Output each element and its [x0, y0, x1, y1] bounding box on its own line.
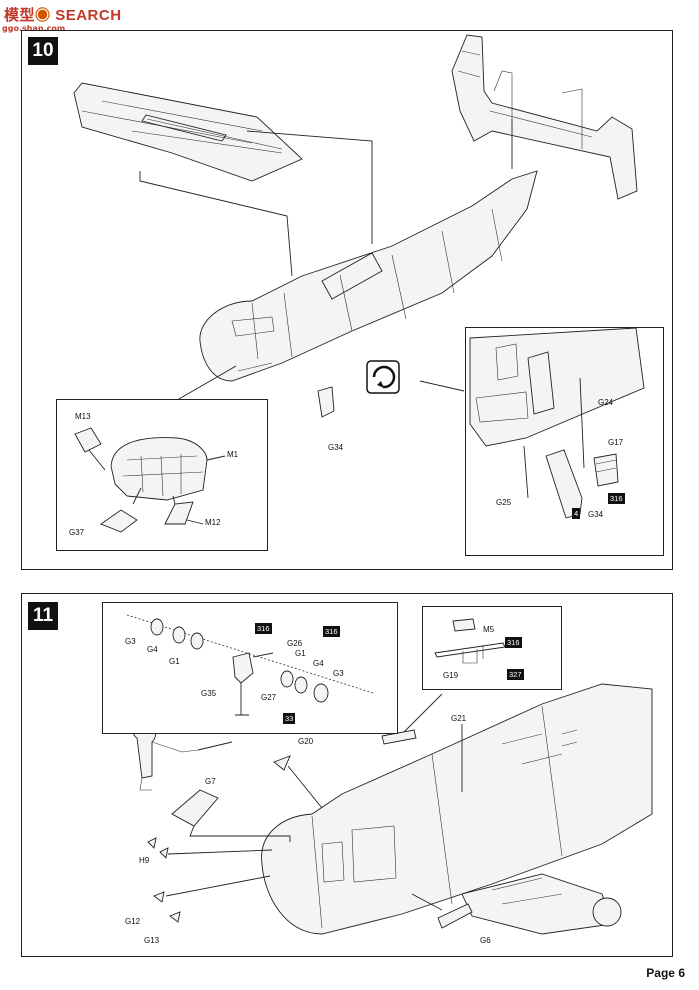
part-label-m1: M1	[227, 450, 239, 459]
canopy-drawing	[74, 427, 226, 533]
gear-bay-drawing	[469, 327, 645, 519]
paint-tag-316-a: 316	[255, 623, 272, 634]
exhaust-inset: M5 316 G19 327	[422, 606, 562, 690]
part-label-g13: G13	[144, 936, 160, 945]
wheel-assembly-drawing	[126, 614, 374, 716]
paint-tag-327: 327	[507, 669, 524, 680]
part-label-g34b: G34	[588, 510, 604, 519]
part-label-g35: G35	[201, 689, 217, 698]
step-10-drawing	[73, 34, 638, 418]
part-label-g27: G27	[261, 693, 277, 702]
watermark-logo-text: SEARCH	[55, 7, 122, 24]
upper-wing-illustration	[73, 82, 303, 182]
step-11-number: 11	[28, 602, 58, 630]
canopy-inset: M13 M1 G37 M12	[56, 399, 268, 551]
part-label-g3: G3	[125, 637, 136, 646]
part-label-g26: G26	[287, 639, 303, 648]
step-10-number: 10	[28, 37, 58, 65]
step-10-panel: 10	[21, 30, 673, 570]
step-11-drawing	[133, 683, 653, 935]
watermark-logo: 模型◉ SEARCH	[4, 7, 122, 24]
wheel-assembly-inset: G3 G4 G1 316 G26 316 G1 G4 G3 G35 G27 33	[102, 602, 398, 734]
watermark-site: ggo.shan.com	[2, 24, 66, 33]
part-label-g24: G24	[598, 398, 614, 407]
part-label-m12: M12	[205, 518, 221, 527]
gear-bay-inset: G24 G17 G25 G34 316 4	[465, 327, 664, 556]
paint-tag-4: 4	[572, 508, 581, 519]
paint-tag-33: 33	[283, 713, 296, 724]
paint-tag-316: 316	[608, 493, 625, 504]
page-number: Page 6	[646, 966, 685, 980]
part-label-m13: M13	[75, 412, 91, 421]
part-label-g20: G20	[298, 737, 314, 746]
part-label-g3b: G3	[333, 669, 344, 678]
paint-tag-316-b: 316	[323, 626, 340, 637]
fuselage-illustration	[199, 170, 538, 382]
part-label-g4b: G4	[313, 659, 324, 668]
step-11-panel: 11	[21, 593, 673, 957]
paint-tag-316-c: 316	[505, 637, 522, 648]
part-label-g12: G12	[125, 917, 141, 926]
watermark-cjk: 模型	[4, 7, 36, 24]
part-label-g17: G17	[608, 438, 624, 447]
part-label-g19: G19	[443, 671, 459, 680]
tail-illustration	[451, 34, 638, 200]
part-label-g25: G25	[496, 498, 512, 507]
part-label-g6: G6	[480, 936, 491, 945]
part-label-g37: G37	[69, 528, 85, 537]
part-label-g34: G34	[328, 443, 344, 452]
part-label-g21: G21	[451, 714, 467, 723]
part-label-g1: G1	[169, 657, 180, 666]
part-label-g7: G7	[205, 777, 216, 786]
part-label-h9: H9	[139, 856, 150, 865]
part-label-g4: G4	[147, 645, 158, 654]
part-label-g1b: G1	[295, 649, 306, 658]
part-label-m5: M5	[483, 625, 495, 634]
